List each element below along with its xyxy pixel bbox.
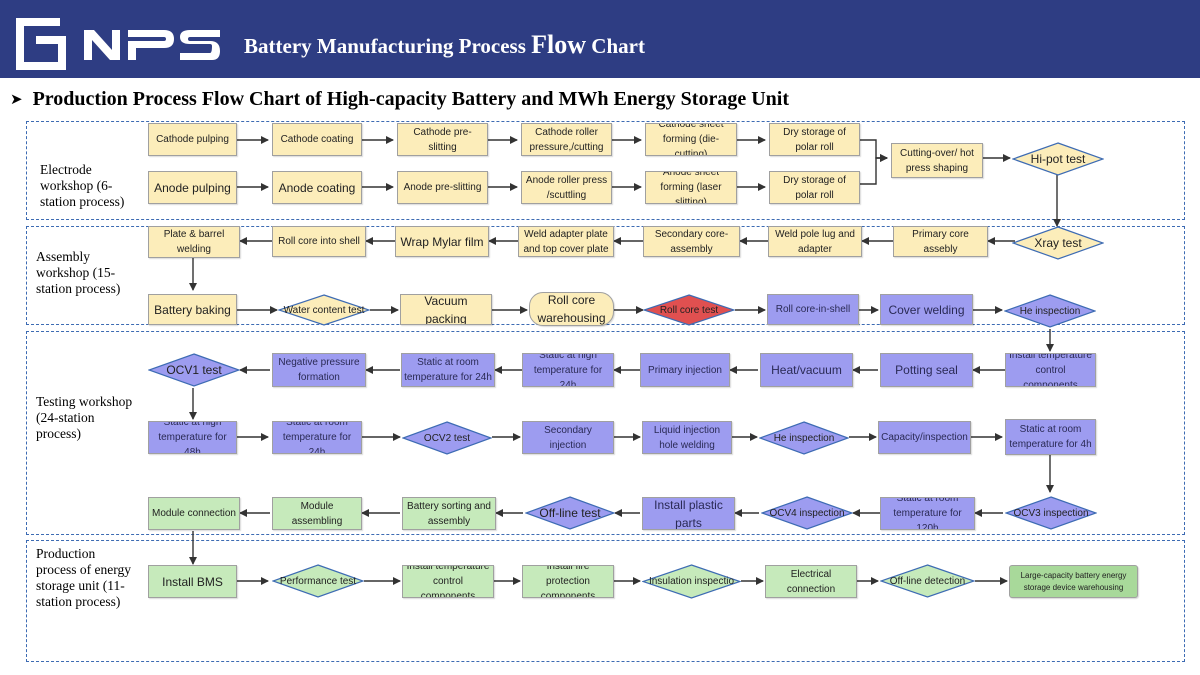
node-anode-pre-slitting: Anode pre-slitting [397,171,488,204]
node-performance-test: Performance test [272,564,364,598]
node-static-high-24h: Static at high temperature for 24h [522,353,614,387]
node-anode-coating: Anode coating [272,171,362,204]
node-static-room-24h-b: Static at room temperature for 24h [272,421,362,454]
node-secondary-injection: Secondary injection [522,421,614,454]
node-cathode-roller-pressure: Cathode roller pressure,/cutting [521,123,612,156]
node-secondary-core-assembly: Secondary core-assembly [643,226,740,257]
node-hipot-test: Hi-pot test [1012,142,1104,176]
node-liquid-injection-hole-welding: Liquid injection hole welding [642,421,732,454]
node-insulation-inspection: Insulation inspectio [642,564,741,599]
node-anode-sheet-forming: Anode sheet forming (laser slitting) [645,171,737,204]
node-he-inspection-2: He inspection [759,421,849,455]
node-offline-detection: Off-line detection [880,564,975,598]
node-install-bms: Install BMS [148,565,237,598]
node-roll-core-warehousing: Roll core warehousing [529,292,614,326]
node-static-high-48h: Static at high temperature for 48h [148,421,237,454]
node-wrap-mylar-film: Wrap Mylar film [395,226,489,257]
node-dry-storage-anode: Dry storage of polar roll [769,171,860,204]
node-install-temperature-control-2: Install temperature control components [402,565,494,598]
section-label-energy-storage: Production process of energy storage uni… [36,546,131,609]
node-roll-core-in-shell: Roll core-in-shell [767,294,859,325]
node-install-temperature-control-1: Install temperature control components [1005,353,1096,387]
header-title: Battery Manufacturing Process Flow Chart [244,30,645,59]
node-weld-pole-lug: Weld pole lug and adapter [768,226,862,257]
node-install-fire-protection: Install fire protection components [522,565,614,598]
nps-logo [16,18,220,70]
node-capacity-inspection: Capacity/inspection [878,421,971,454]
section-label-electrode: Electrode workshop (6-station process) [40,162,125,209]
section-energy-storage [26,540,1185,662]
node-plate-barrel-welding: Plate & barrel welding [148,226,240,258]
section-electrode [26,121,1185,220]
node-he-inspection-1: He inspection [1004,294,1096,328]
node-ocv2-test: OCV2 test [402,421,492,455]
node-ocv1-test: OCV1 test [148,353,240,387]
node-roll-core-into-shell: Roll core into shell [272,226,366,257]
node-water-content-test: Water content test [278,294,370,326]
node-ocv4-inspection: OCV4 inspection [761,496,853,530]
node-cover-welding: Cover welding [880,294,973,325]
node-primary-injection: Primary injection [640,353,730,387]
node-ocv3-inspection: OCV3 inspection [1005,496,1097,530]
node-static-room-4h: Static at room temperature for 4h [1005,419,1096,455]
node-cathode-pulping: Cathode pulping [148,123,237,156]
node-electrical-connection: Electrical connection [765,565,857,598]
node-weld-adapter-plate: Weld adapter plate and top cover plate [518,226,614,257]
page-subtitle: Production Process Flow Chart of High-ca… [32,87,789,110]
node-negative-pressure-formation: Negative pressure formation [272,353,366,387]
node-module-assembling: Module assembling [272,497,362,530]
node-static-room-24h-a: Static at room temperature for 24h [401,353,495,387]
node-battery-baking: Battery baking [148,294,237,325]
section-label-testing: Testing workshop (24-station process) [36,394,133,441]
bullet-arrow-icon: ➤ [10,90,23,108]
node-heat-vacuum: Heat/vacuum [760,353,853,387]
node-cathode-sheet-forming: Cathode sheet forming (die-cutting) [645,123,737,156]
node-primary-core-assembly: Primary core assebly [893,226,988,257]
node-module-connection: Module connection [148,497,240,530]
node-xray-test: Xray test [1012,226,1104,260]
node-anode-pulping: Anode pulping [148,171,237,204]
node-battery-sorting: Battery sorting and assembly [402,497,496,530]
section-label-assembly: Assembly workshop (15-station process) [36,249,121,296]
node-energy-storage-warehousing: Large-capacity battery energy storage de… [1009,565,1138,598]
header-bar: Battery Manufacturing Process Flow Chart [0,0,1200,78]
node-dry-storage-cathode: Dry storage of polar roll [769,123,860,156]
node-install-plastic-parts: Install plastic parts [642,497,735,530]
node-vacuum-packing: Vacuum packing [400,294,492,325]
node-cutting-over: Cutting-over/ hot press shaping [891,143,983,178]
node-offline-test: Off-line test [525,496,615,530]
node-potting-seal: Potting seal [880,353,973,387]
node-roll-core-test: Roll core test [643,294,735,326]
subtitle-row: ➤ Production Process Flow Chart of High-… [10,86,789,112]
node-cathode-pre-slitting: Cathode pre-slitting [397,123,488,156]
node-cathode-coating: Cathode coating [272,123,362,156]
section-testing [26,331,1185,535]
node-anode-roller-press: Anode roller press /scuttling [521,171,612,204]
node-static-room-120h: Static at room temperature for 120h [880,497,975,530]
